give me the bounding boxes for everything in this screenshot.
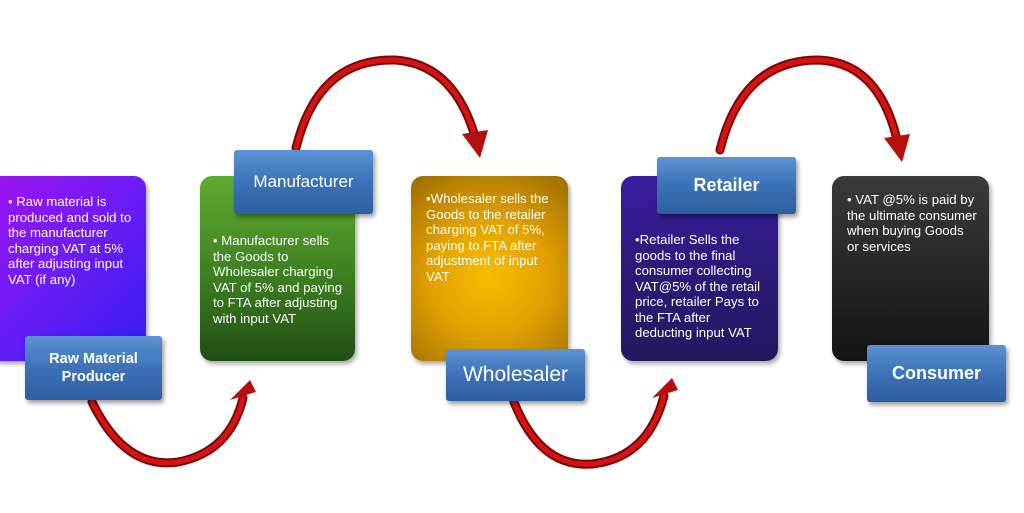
wholesaler-box: •Wholesaler sells the Goods to the retai… [411, 176, 568, 361]
manufacturer-text: • Manufacturer sells the Goods to Wholes… [213, 233, 343, 326]
retailer-text: •Retailer Sells the goods to the final c… [635, 232, 761, 340]
wholesaler-label: Wholesaler [446, 349, 585, 401]
raw-material-producer-box: • Raw material is produced and sold to t… [0, 176, 146, 361]
arrow-wholesaler-to-retailer [509, 378, 678, 469]
arrow-raw-to-manufacturer [87, 380, 256, 468]
consumer-text: • VAT @5% is paid by the ultimate consum… [847, 192, 977, 254]
arrow-retailer-to-consumer [715, 55, 910, 162]
consumer-box: • VAT @5% is paid by the ultimate consum… [832, 176, 989, 361]
consumer-label: Consumer [867, 345, 1006, 402]
manufacturer-label: Manufacturer [234, 150, 373, 214]
raw-material-producer-label: Raw Material Producer [25, 336, 162, 400]
arrow-manufacturer-to-wholesaler [291, 55, 488, 158]
raw-material-producer-text: • Raw material is produced and sold to t… [8, 194, 132, 287]
retailer-label: Retailer [657, 157, 796, 214]
wholesaler-text: •Wholesaler sells the Goods to the retai… [426, 191, 549, 284]
